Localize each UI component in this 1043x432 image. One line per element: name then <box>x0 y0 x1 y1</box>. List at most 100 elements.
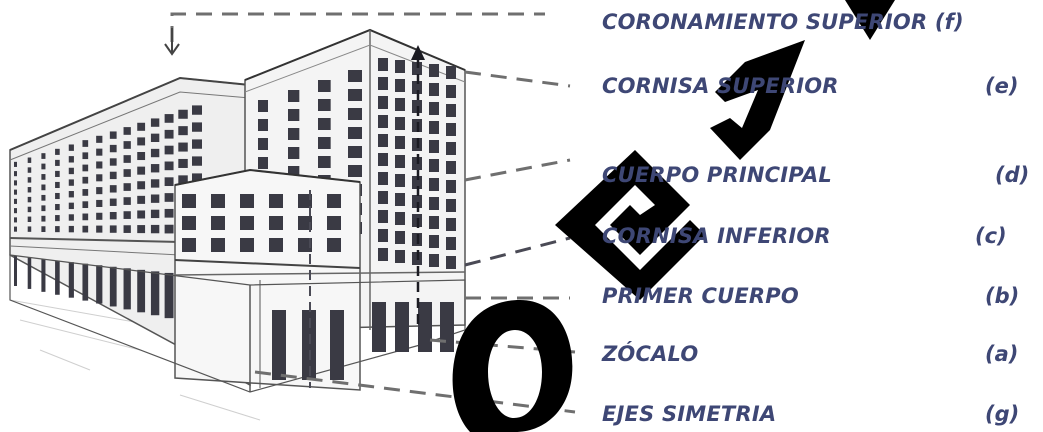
window <box>137 152 146 161</box>
window <box>378 96 388 109</box>
window <box>192 156 202 166</box>
window <box>109 131 117 139</box>
leader-g <box>254 370 576 414</box>
window <box>318 137 331 149</box>
window <box>27 257 32 289</box>
door <box>395 302 409 352</box>
window <box>137 269 146 313</box>
window <box>348 146 362 158</box>
window <box>68 225 74 233</box>
window <box>137 166 146 175</box>
window <box>395 212 405 225</box>
window <box>164 224 174 234</box>
window <box>82 140 89 147</box>
window <box>27 157 32 163</box>
window <box>164 177 174 187</box>
window <box>348 108 362 120</box>
window <box>123 211 131 219</box>
window <box>137 122 146 131</box>
window <box>137 137 146 146</box>
label-coronamiento-superior: CORONAMIENTO SUPERIOR (f) <box>602 10 964 34</box>
window <box>27 206 32 213</box>
window <box>150 179 160 188</box>
window <box>150 271 160 316</box>
label-primer-cuerpo: PRIMER CUERPO <box>602 284 799 308</box>
window <box>429 140 439 153</box>
window <box>27 226 32 232</box>
window <box>14 198 17 204</box>
window <box>446 85 456 98</box>
window <box>150 148 160 158</box>
code-cuerpo-principal: (d) <box>995 163 1030 187</box>
window <box>68 202 74 210</box>
door <box>330 310 344 380</box>
label-cornisa-superior: CORNISA SUPERIOR <box>602 74 839 98</box>
door <box>372 302 386 352</box>
window <box>395 193 405 206</box>
window <box>348 165 362 177</box>
window <box>258 119 268 131</box>
window <box>178 158 188 168</box>
door <box>272 310 286 380</box>
window <box>55 260 60 295</box>
window <box>298 216 312 230</box>
window <box>211 194 225 208</box>
window <box>182 194 196 208</box>
window <box>123 127 131 135</box>
window <box>27 167 32 173</box>
window <box>137 225 146 234</box>
window <box>55 159 60 166</box>
code-cornisa-inferior: (c) <box>975 224 1007 248</box>
window <box>446 256 456 269</box>
window <box>378 229 388 242</box>
window <box>14 208 17 214</box>
window <box>395 79 405 92</box>
window <box>269 216 283 230</box>
window <box>288 166 300 178</box>
window <box>269 194 283 208</box>
window <box>378 248 388 261</box>
window <box>41 184 46 191</box>
window <box>318 80 331 92</box>
window <box>41 205 46 212</box>
window <box>288 128 300 140</box>
window <box>96 161 103 169</box>
leader-d <box>464 158 571 182</box>
window <box>14 180 17 186</box>
window <box>109 171 117 180</box>
window <box>348 127 362 139</box>
window <box>446 218 456 231</box>
window <box>82 263 89 301</box>
symmetry-axis-arrow <box>411 45 425 330</box>
window <box>82 201 89 209</box>
window <box>14 171 17 177</box>
window <box>446 104 456 117</box>
window <box>137 195 146 204</box>
window <box>41 226 46 233</box>
window <box>348 89 362 101</box>
window <box>164 193 174 202</box>
door <box>302 310 316 380</box>
window <box>55 148 60 155</box>
window <box>109 144 117 153</box>
window <box>298 194 312 208</box>
window <box>192 105 202 115</box>
window <box>412 81 422 94</box>
window <box>96 174 103 182</box>
window <box>150 164 160 173</box>
window <box>429 159 439 172</box>
label-cuerpo-principal: CUERPO PRINCIPAL <box>602 163 833 187</box>
window <box>327 194 341 208</box>
window <box>429 197 439 210</box>
window <box>14 256 17 286</box>
label-zocalo: ZÓCALO <box>602 342 699 366</box>
window <box>318 156 331 168</box>
window <box>68 214 74 221</box>
window <box>182 238 196 252</box>
window <box>96 199 103 207</box>
window <box>96 135 103 143</box>
window <box>109 158 117 166</box>
window <box>109 225 117 233</box>
window <box>446 180 456 193</box>
window <box>412 62 422 75</box>
